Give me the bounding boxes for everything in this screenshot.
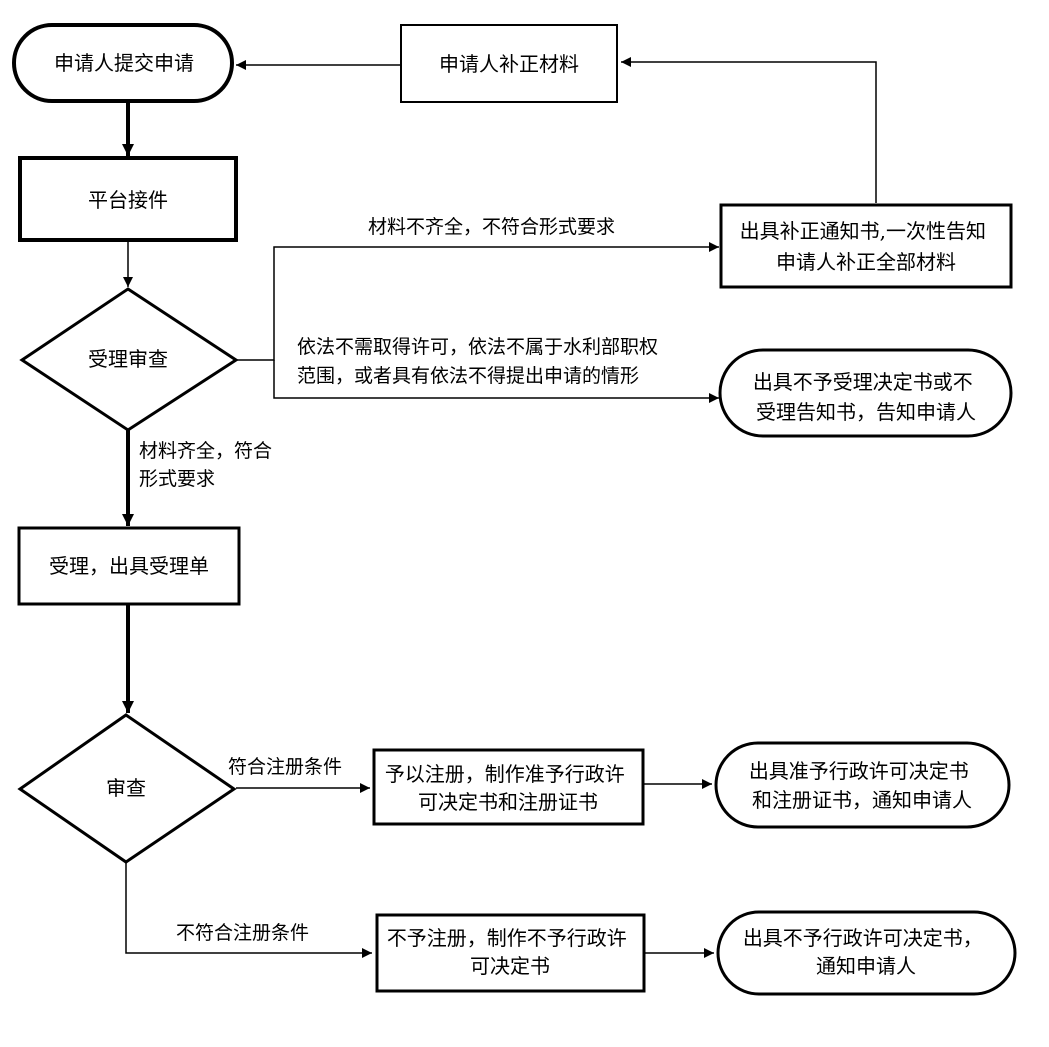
node-notice [719,203,1013,289]
node-supplement-label: 申请人补正材料 [439,52,579,76]
node-approve-end-line-2: 和注册证书，通知申请人 [752,788,972,812]
node-reject-label: 出具不予受理决定书或不 受理告知书，告知申请人 [753,370,979,424]
node-reject-line-1: 出具不予受理决定书或不 [753,370,973,394]
node-reject-line-2: 受理告知书，告知申请人 [756,400,976,424]
edge-out-of-scope-label: 依法不需取得许可，依法不属于水利部职权 范围，或者具有依法不得提出申请的情形 [297,336,664,387]
node-deny-register-label: 不予注册，制作不予行政许 可决定书 [387,926,633,978]
edge-complete-line-1: 材料齐全，符合 [139,440,272,462]
node-deny-register [375,913,646,993]
node-reject [718,348,1013,438]
node-register-line-1: 予以注册，制作准予行政许 [385,762,625,786]
node-receive [18,156,238,242]
node-deny-end [716,910,1017,996]
connectors [122,57,877,958]
node-approve-end [714,741,1011,829]
node-exam [17,713,237,864]
node-register-label: 予以注册，制作准予行政许 可决定书和注册证书 [385,762,631,814]
node-deny-end-line-1: 出具不予行政许可决定书， [743,926,983,950]
node-deny-end-line-2: 通知申请人 [816,954,916,978]
node-accept [17,526,241,606]
node-review [19,287,239,432]
edge-out-of-scope-line-1: 依法不需取得许可，依法不属于水利部职权 [297,336,658,358]
edge-out-of-scope-line-2: 范围，或者具有依法不得提出申请的情形 [297,365,639,387]
arrow-review-to-notice [236,242,719,361]
node-exam-label: 审查 [106,776,146,800]
node-start-label: 申请人提交申请 [54,51,194,75]
edge-incomplete-label: 材料不齐全，不符合形式要求 [368,216,615,238]
edge-unqualified-label: 不符合注册条件 [176,922,309,944]
node-deny-register-line-1: 不予注册，制作不予行政许 [387,926,627,950]
node-notice-line-2: 申请人补正全部材料 [776,250,956,274]
node-accept-label: 受理，出具受理单 [49,554,209,578]
arrow-review-to-reject [273,360,719,403]
node-receive-label: 平台接件 [88,188,168,212]
node-approve-end-line-1: 出具准予行政许可决定书 [749,759,969,783]
node-notice-line-1: 出具补正通知书,一次性告知 [740,219,986,243]
node-supplement [400,24,618,103]
node-start [12,23,234,103]
node-register-line-2: 可决定书和注册证书 [418,790,598,814]
node-deny-end-label: 出具不予行政许可决定书， 通知申请人 [743,926,989,978]
arrow-notice-to-supplement [621,57,877,203]
edge-qualified-label: 符合注册条件 [228,756,342,778]
node-deny-register-line-2: 可决定书 [470,954,550,978]
node-review-label: 受理审查 [88,347,168,371]
arrow-exam-to-deny-register [125,862,372,958]
node-approve-end-label: 出具准予行政许可决定书 和注册证书，通知申请人 [749,759,975,812]
node-notice-label: 出具补正通知书,一次性告知 申请人补正全部材料 [740,219,993,274]
edge-complete-label: 材料齐全，符合 形式要求 [139,440,278,490]
node-register [372,748,645,826]
edge-complete-line-2: 形式要求 [139,468,215,490]
